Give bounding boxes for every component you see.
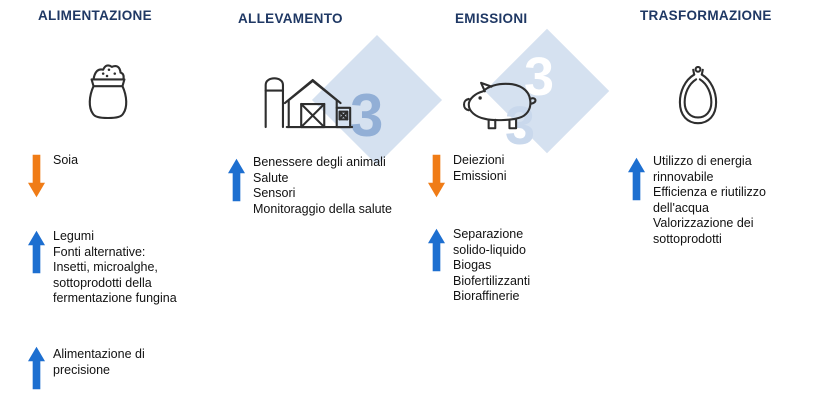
up-arrow-shape — [228, 158, 245, 202]
up-arrow-shape — [28, 346, 45, 390]
column-header-alimentazione: ALIMENTAZIONE — [38, 8, 152, 23]
feeding-item-soia: Soia — [28, 152, 78, 200]
column-header-emissioni: EMISSIONI — [455, 11, 528, 26]
farming-item-welfare: Benessere degli animali Salute Sensori M… — [228, 154, 392, 217]
barn-icon — [264, 77, 354, 129]
down-arrow-icon — [428, 154, 445, 198]
up-arrow-icon — [228, 158, 245, 202]
up-arrow-icon — [428, 228, 445, 272]
emissions-item-valorization: Separazione solido-liquido Biogas Biofer… — [428, 226, 530, 305]
item-text: Benessere degli animali Salute Sensori M… — [253, 155, 392, 216]
up-arrow-shape — [428, 228, 445, 272]
item-text: Alimentazione di precisione — [53, 347, 145, 377]
item-text: Utilizzo di energia rinnovabile Efficien… — [653, 154, 767, 246]
column-header-trasformazione: TRASFORMAZIONE — [640, 8, 772, 23]
feeding-item-alternatives: Legumi Fonti alternative: Insetti, micro… — [28, 228, 177, 307]
feed-sack-icon — [88, 64, 128, 120]
item-text: Deiezioni Emissioni — [453, 153, 507, 183]
up-arrow-shape — [628, 157, 645, 201]
item-text: Legumi Fonti alternative: Insetti, micro… — [53, 229, 177, 305]
down-arrow-icon — [28, 154, 45, 198]
watermark-digit: 3 — [350, 82, 384, 149]
up-arrow-icon — [28, 346, 45, 390]
item-text: Soia — [53, 153, 79, 167]
pig-icon — [462, 81, 537, 130]
item-text: Separazione solido-liquido Biogas Biofer… — [453, 227, 531, 303]
down-arrow-shape — [28, 154, 45, 198]
sausage-icon — [678, 66, 718, 125]
up-arrow-shape — [28, 230, 45, 274]
feeding-item-precision: Alimentazione di precisione — [28, 346, 145, 390]
processing-item-efficiency: Utilizzo di energia rinnovabile Efficien… — [628, 153, 766, 247]
emissions-item-manure: Deiezioni Emissioni — [428, 152, 507, 200]
column-header-allevamento: ALLEVAMENTO — [238, 11, 343, 26]
up-arrow-icon — [628, 157, 645, 201]
up-arrow-icon — [28, 230, 45, 274]
down-arrow-shape — [428, 154, 445, 198]
